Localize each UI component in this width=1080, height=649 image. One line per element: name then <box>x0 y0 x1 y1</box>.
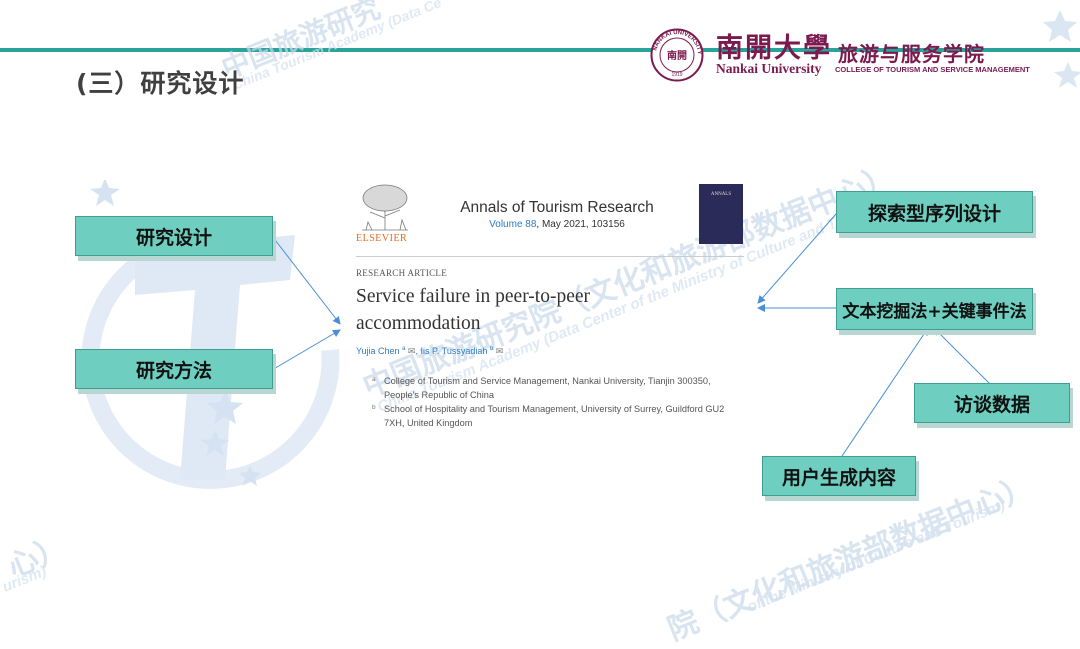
volume-link[interactable]: Volume 88 <box>489 219 537 230</box>
journal-volume: Volume 88, May 2021, 103156 <box>452 219 662 230</box>
box-text-mining-critical-incident: 文本挖掘法+关键事件法 <box>836 288 1033 330</box>
elsevier-tree-logo <box>356 182 414 232</box>
email-icon[interactable]: ✉ <box>407 346 416 356</box>
watermark-text: of the Ministry of Culture and Tourism) <box>745 496 1008 616</box>
college-name-cn: 旅游与服务学院 <box>838 42 985 66</box>
box-exploratory-sequential-design: 探索型序列设计 <box>836 191 1033 233</box>
journal-name: Annals of Tourism Research <box>460 199 654 216</box>
author-name[interactable]: Yujia Chen <box>356 346 400 356</box>
seal-center-text: 南開 <box>667 49 687 62</box>
affiliation-mark: a <box>372 376 376 383</box>
university-name-cn: 南開大學 <box>716 33 832 64</box>
paper-header-image: ELSEVIER Annals of Tourism Research Volu… <box>352 180 744 432</box>
nankai-seal-logo: NANKAI UNIVERSITY 南開 1919 <box>650 28 704 82</box>
author-affil-mark: b <box>489 346 494 352</box>
article-title: Service failure in peer-to-peer accommod… <box>356 286 591 334</box>
header-divider-line <box>0 48 1080 52</box>
email-icon[interactable]: ✉ <box>495 346 504 356</box>
university-name-en: Nankai University <box>716 61 822 76</box>
box-research-design: 研究设计 <box>75 216 273 256</box>
author-affil-mark: a <box>402 346 406 352</box>
box-research-method: 研究方法 <box>75 349 273 389</box>
article-type: RESEARCH ARTICLE <box>356 268 448 278</box>
affiliation: School of Hospitality and Tourism Manage… <box>384 404 725 428</box>
volume-date: , May 2021, 103156 <box>536 219 625 230</box>
journal-cover-image: ANNALS <box>699 184 743 244</box>
box-interview-data: 访谈数据 <box>914 383 1070 423</box>
author-name[interactable]: Iis P. Tussyadiah <box>420 346 488 356</box>
author-list: Yujia Chen a ✉, Iis P. Tussyadiah b ✉ <box>356 346 504 356</box>
box-user-generated-content: 用户生成内容 <box>762 456 916 496</box>
publisher-name: ELSEVIER <box>356 233 408 244</box>
college-name-en: COLLEGE OF TOURISM AND SERVICE MANAGEMEN… <box>835 65 1030 74</box>
arrow-line <box>933 327 991 385</box>
affiliation-mark: b <box>372 404 376 411</box>
seal-year: 1919 <box>671 72 682 78</box>
slide-title: (三）研究设计 <box>76 69 245 98</box>
divider <box>356 256 744 257</box>
watermark-stars-icon <box>1043 10 1080 88</box>
affiliation: College of Tourism and Service Managemen… <box>384 376 711 400</box>
cover-title: ANNALS <box>710 192 732 197</box>
